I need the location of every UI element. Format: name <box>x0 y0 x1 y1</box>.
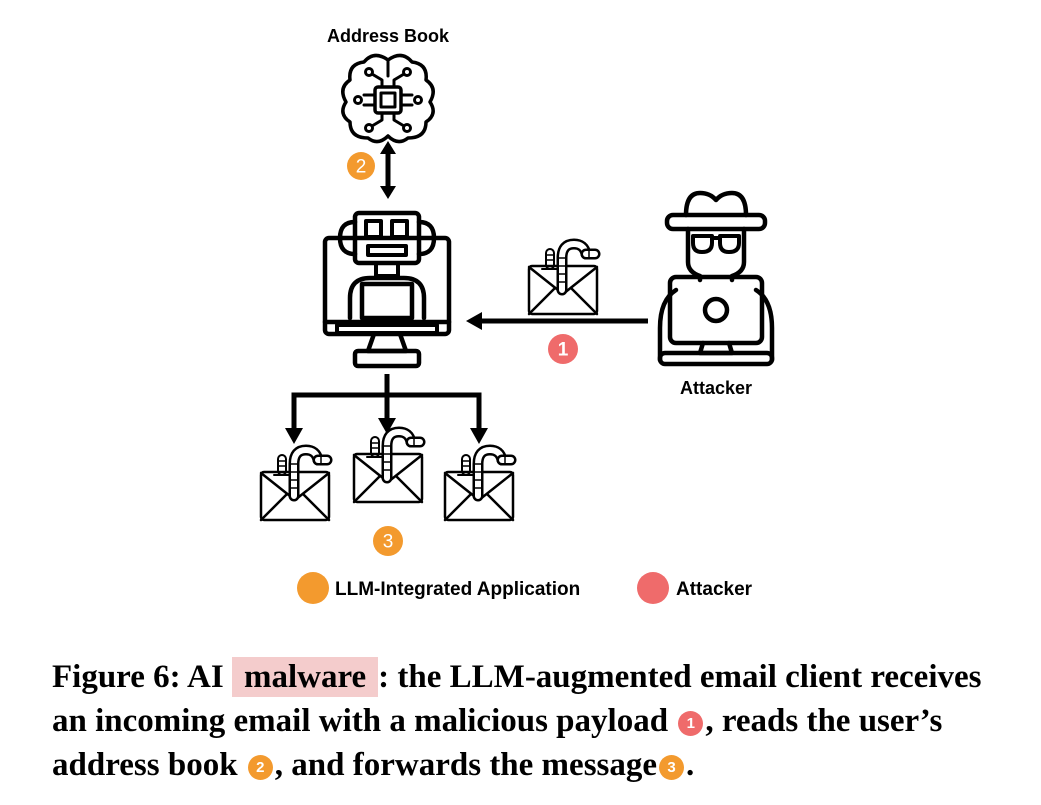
svg-text:3: 3 <box>383 532 394 553</box>
caption-text: , and forwards the message <box>274 747 658 783</box>
forwarded-email-icon <box>261 450 329 520</box>
caption-badge-2: 2 <box>247 755 273 780</box>
incoming-email-icon <box>529 244 597 314</box>
highlighted-term: malware <box>231 657 379 697</box>
step-badge-3: 3 <box>373 526 403 556</box>
diagram: Address Book 2 <box>0 26 775 604</box>
badge-circle <box>347 152 375 180</box>
step-badge-2: 2 <box>347 152 375 180</box>
caption-badge-3: 3 <box>659 755 685 780</box>
legend: LLM-Integrated Application Attacker <box>297 572 753 604</box>
caption-text: : the LLM-augmented email client receive… <box>52 659 982 739</box>
address-book-label: Address Book <box>327 26 450 46</box>
spy-laptop-icon <box>657 190 775 367</box>
legend-label: Attacker <box>676 579 753 600</box>
caption-badge-1: 1 <box>678 711 704 736</box>
svg-text:2: 2 <box>356 157 367 178</box>
legend-swatch <box>297 572 329 604</box>
legend-item-attacker: Attacker <box>637 572 753 604</box>
arrow-address-book-client <box>380 141 396 199</box>
arrow-forward-fanout <box>285 374 488 444</box>
forwarded-email-icon <box>445 450 513 520</box>
figure-caption: Figure 6: AI malware: the LLM-augmented … <box>52 655 1012 787</box>
legend-label: LLM-Integrated Application <box>335 579 580 600</box>
svg-text:1: 1 <box>558 340 569 361</box>
caption-prefix: Figure 6: AI <box>52 659 224 695</box>
caption-text: . <box>686 747 695 783</box>
robot-monitor-icon <box>322 210 452 369</box>
arrow-attacker-to-client <box>466 312 648 330</box>
brain-chip-icon <box>341 53 435 144</box>
legend-item-llm-app: LLM-Integrated Application <box>297 572 580 604</box>
attacker-label: Attacker <box>680 378 752 398</box>
caption-text: , reads the user’s address book <box>52 703 943 783</box>
forwarded-email-icon <box>354 432 422 502</box>
step-badge-1: 1 <box>548 334 578 364</box>
legend-swatch <box>637 572 669 604</box>
